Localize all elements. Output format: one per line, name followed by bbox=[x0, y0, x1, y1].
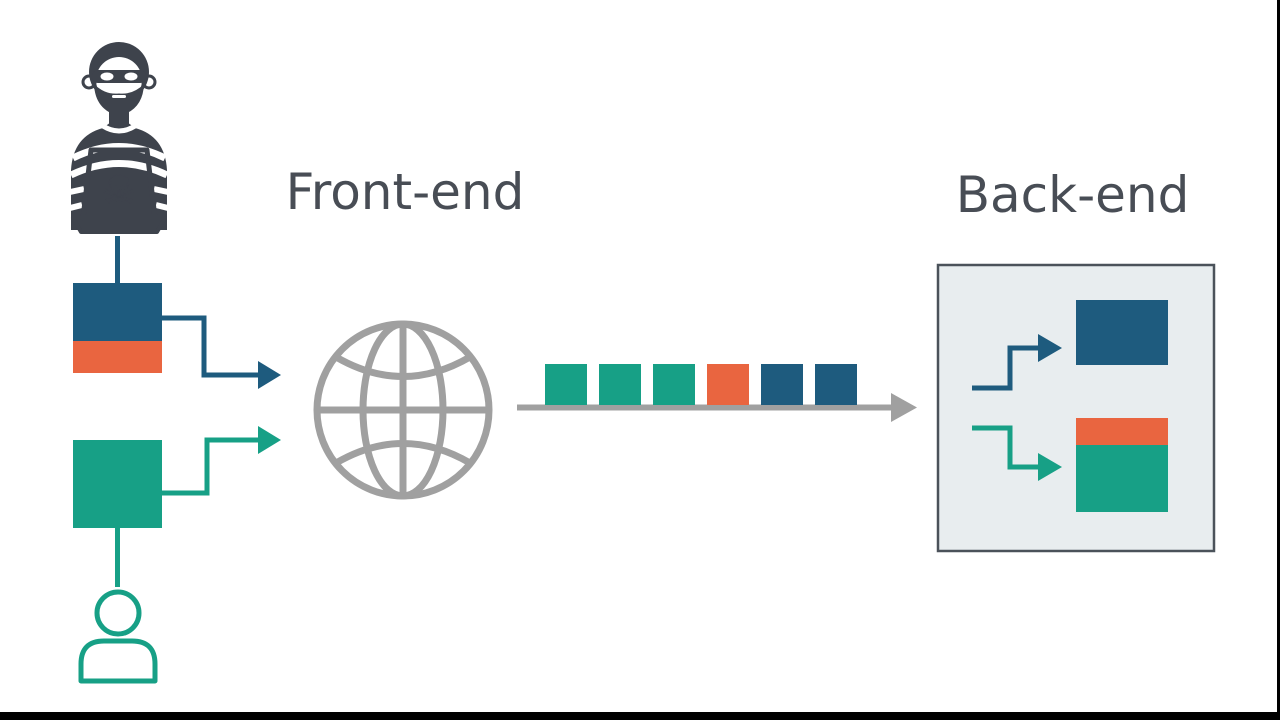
hacker-mouth bbox=[112, 95, 126, 98]
sweater-stripe bbox=[71, 143, 167, 162]
globe-latitude-north bbox=[334, 353, 472, 380]
letterbox-bottom-bar bbox=[0, 712, 1280, 720]
queue-square-6 bbox=[815, 364, 857, 405]
user-request-box bbox=[73, 440, 162, 528]
backend-bottom-result-box bbox=[1076, 418, 1168, 512]
globe-icon bbox=[313, 320, 493, 500]
hacker-icon: ☠ bbox=[69, 42, 169, 234]
backend-top-result-box bbox=[1076, 300, 1168, 365]
person-body bbox=[78, 638, 158, 684]
backend-bottom-arrow-line bbox=[972, 425, 1040, 470]
attacker-arrow-line bbox=[162, 315, 260, 378]
sweater-stripe bbox=[69, 186, 85, 195]
timeline-arrowhead bbox=[891, 393, 917, 422]
hacker-eye-left bbox=[100, 72, 114, 81]
backend-bottom-result-main bbox=[1076, 445, 1168, 512]
queue-square-3 bbox=[653, 364, 695, 405]
sweater-stripe bbox=[69, 202, 83, 211]
attacker-request-main bbox=[73, 283, 162, 341]
hacker-neck bbox=[109, 98, 129, 126]
user-arrow-line bbox=[162, 437, 260, 496]
backend-bottom-result-smuggled bbox=[1076, 418, 1168, 445]
backend-top-arrow bbox=[972, 334, 1062, 391]
backend-top-arrowhead bbox=[1038, 334, 1062, 362]
letterbox-right-bar bbox=[1277, 0, 1280, 720]
attacker-arrowhead bbox=[258, 361, 281, 389]
queue-square-2 bbox=[599, 364, 641, 405]
timeline-arrow bbox=[517, 393, 917, 422]
person-head bbox=[94, 589, 142, 637]
user-arrow bbox=[162, 426, 281, 496]
user-arrowhead bbox=[258, 426, 281, 454]
person-icon bbox=[78, 589, 158, 684]
backend-top-arrow-line bbox=[972, 345, 1040, 391]
request-queue bbox=[545, 364, 857, 405]
backend-bottom-arrowhead bbox=[1038, 453, 1062, 481]
attacker-request-box bbox=[73, 283, 162, 373]
queue-square-1 bbox=[545, 364, 587, 405]
front-end-label: Front-end bbox=[285, 163, 525, 221]
queue-square-5 bbox=[761, 364, 803, 405]
sweater-collar bbox=[101, 123, 137, 134]
sweater-stripe bbox=[69, 160, 169, 179]
globe-latitude-south bbox=[334, 440, 472, 467]
globe-meridian-ellipse bbox=[359, 320, 447, 500]
sweater-stripe bbox=[153, 186, 169, 195]
attacker-request-smuggled bbox=[73, 341, 162, 373]
queue-square-4 bbox=[707, 364, 749, 405]
hacker-mask bbox=[92, 70, 146, 83]
back-end-label: Back-end bbox=[955, 166, 1190, 224]
laptop-base bbox=[71, 216, 167, 234]
backend-bottom-arrow bbox=[972, 425, 1062, 481]
sweater-stripe bbox=[155, 202, 169, 211]
skull-crossbones-icon: ☠ bbox=[101, 168, 137, 214]
hacker-eye-right bbox=[124, 72, 138, 81]
attacker-arrow bbox=[162, 315, 281, 389]
